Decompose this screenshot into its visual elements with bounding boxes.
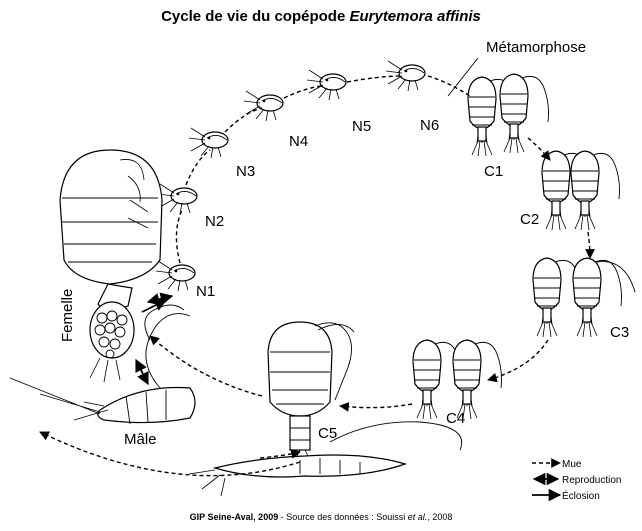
molt-arrow-c3-c4 — [488, 340, 548, 380]
label-femelle: Femelle — [59, 289, 76, 342]
reproduction-arrow — [136, 360, 148, 384]
stage-n1-larva — [156, 261, 195, 291]
stage-n2-larva — [158, 184, 197, 214]
legend: Mue Reproduction Éclosion — [532, 459, 621, 502]
label-n5: N5 — [352, 118, 371, 135]
egg-sac — [90, 302, 134, 358]
label-c1: C1 — [484, 163, 503, 180]
label-n2: N2 — [205, 213, 224, 230]
reproduction-arrow-upper — [148, 296, 172, 302]
stage-c1-body-b — [500, 74, 549, 153]
label-n1: N1 — [196, 283, 215, 300]
c3-antenna — [597, 262, 635, 292]
stage-n5-larva — [307, 70, 346, 100]
label-n4: N4 — [289, 133, 308, 150]
label-c5: C5 — [318, 425, 337, 442]
molt-arrow-n6-c1 — [428, 76, 470, 96]
legend-eclosion-label: Éclosion — [562, 489, 600, 502]
legend-reproduction-label: Reproduction — [562, 475, 621, 486]
molt-arrow-n2-n3 — [186, 150, 210, 185]
stage-n4-larva — [244, 91, 283, 121]
label-c2: C2 — [520, 211, 539, 228]
label-c3: C3 — [610, 324, 629, 341]
stage-c2-body-b — [571, 151, 620, 230]
footer-source: - Source des données : Souissi — [278, 512, 408, 522]
footer-etal: et al. — [408, 512, 428, 522]
molt-arrow-n4-n5 — [284, 86, 322, 98]
label-male: Mâle — [124, 431, 157, 448]
molt-arrow-n3-n4 — [225, 108, 262, 132]
label-n3: N3 — [236, 163, 255, 180]
label-n6: N6 — [420, 117, 439, 134]
molt-arrow-c5-female — [150, 336, 262, 396]
footer-credit: GIP Seine-Aval, 2009 - Source des donnée… — [0, 512, 642, 522]
stage-c4-body-b — [453, 340, 502, 419]
molt-arrow-c4-c5 — [340, 404, 412, 408]
label-c4: C4 — [446, 410, 465, 427]
label-metamorphose: Métamorphose — [486, 39, 586, 56]
molt-arrow-c2-c3 — [588, 232, 590, 258]
footer-year: , 2008 — [427, 512, 452, 522]
footer-org: GIP Seine-Aval, 2009 — [190, 512, 279, 522]
molt-arrow-n1-n2 — [176, 210, 182, 263]
legend-mue-label: Mue — [562, 459, 582, 470]
stage-n3-larva — [189, 128, 228, 158]
